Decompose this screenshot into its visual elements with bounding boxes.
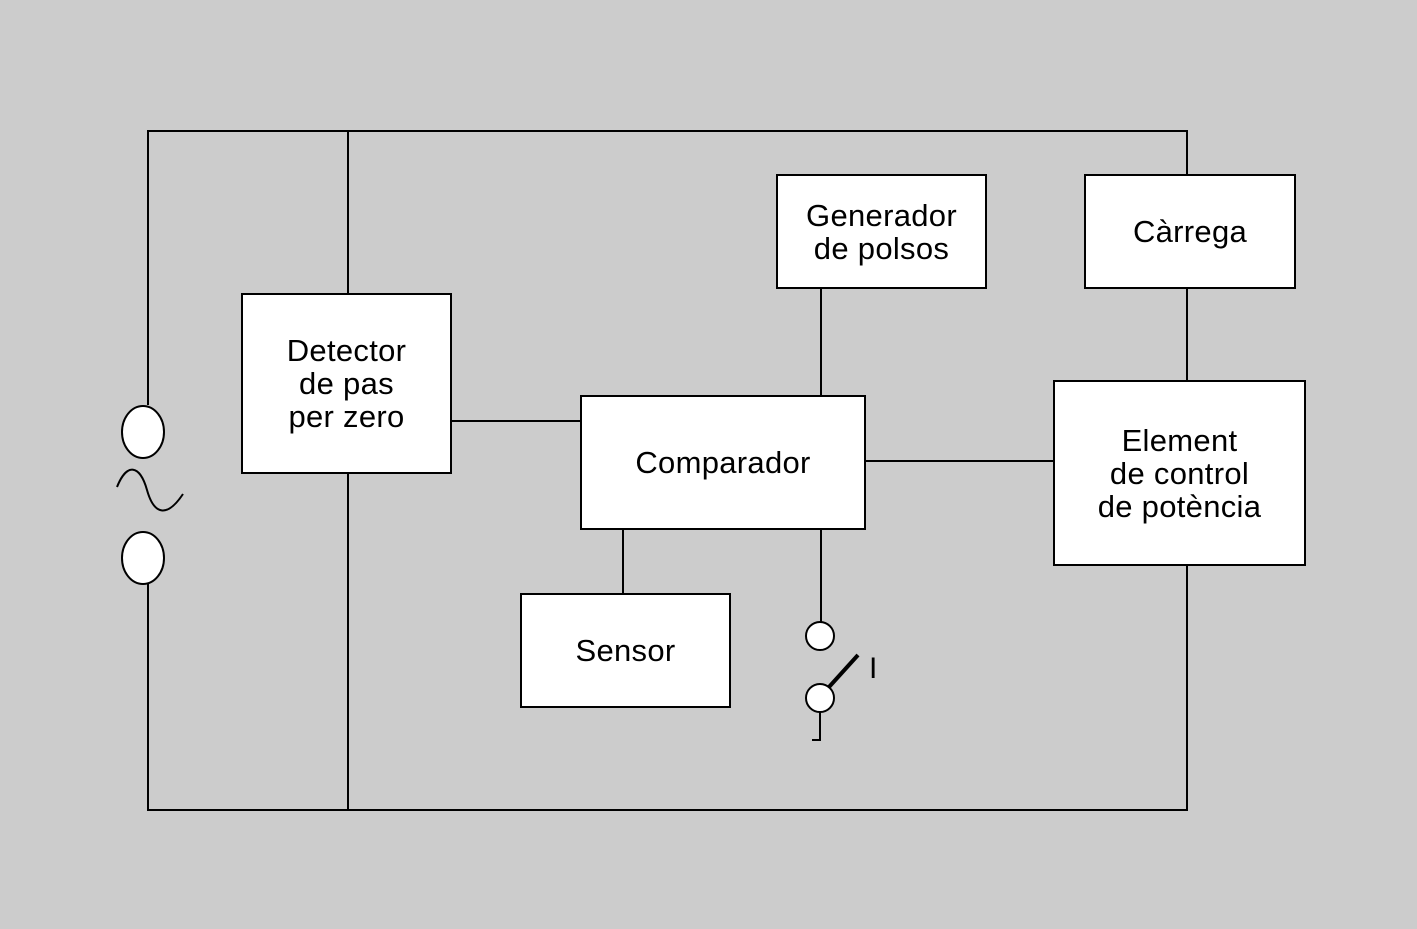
source-terminal-bottom — [121, 531, 165, 585]
sine-wave-icon — [116, 468, 184, 512]
element-label-line-1: Element — [1121, 422, 1238, 458]
element-label-line-3: de potència — [1097, 488, 1262, 524]
switch-terminal-top — [805, 621, 835, 651]
detector-label-line-2: de pas — [299, 366, 394, 401]
carrega-block: Càrrega — [1084, 174, 1296, 289]
element-label-line-2: de control — [1109, 455, 1250, 491]
generador-label-line-1: Generador — [806, 197, 957, 233]
source-terminal-top — [121, 405, 165, 459]
top-rail — [147, 130, 1188, 405]
comparador-block: Comparador — [580, 395, 866, 530]
ac-source-icon — [116, 405, 184, 585]
switch-label: I — [869, 652, 878, 685]
detector-block: Detector de pas per zero — [241, 293, 452, 474]
switch-icon — [805, 621, 860, 741]
sensor-label: Sensor — [575, 633, 676, 668]
switch-blade — [827, 653, 860, 689]
detector-label-line-1: Detector — [286, 333, 407, 368]
detector-label-line-3: per zero — [288, 399, 405, 434]
generador-label-line-2: de polsos — [813, 230, 950, 266]
element-block: Element de control de potència — [1053, 380, 1306, 566]
carrega-label: Càrrega — [1132, 214, 1248, 249]
sensor-block: Sensor — [520, 593, 731, 708]
bottom-rail — [147, 566, 1188, 811]
switch-terminal-bottom — [805, 683, 835, 713]
generador-block: Generador de polsos — [776, 174, 987, 289]
switch-ground — [812, 712, 821, 741]
comparador-label: Comparador — [635, 445, 811, 480]
